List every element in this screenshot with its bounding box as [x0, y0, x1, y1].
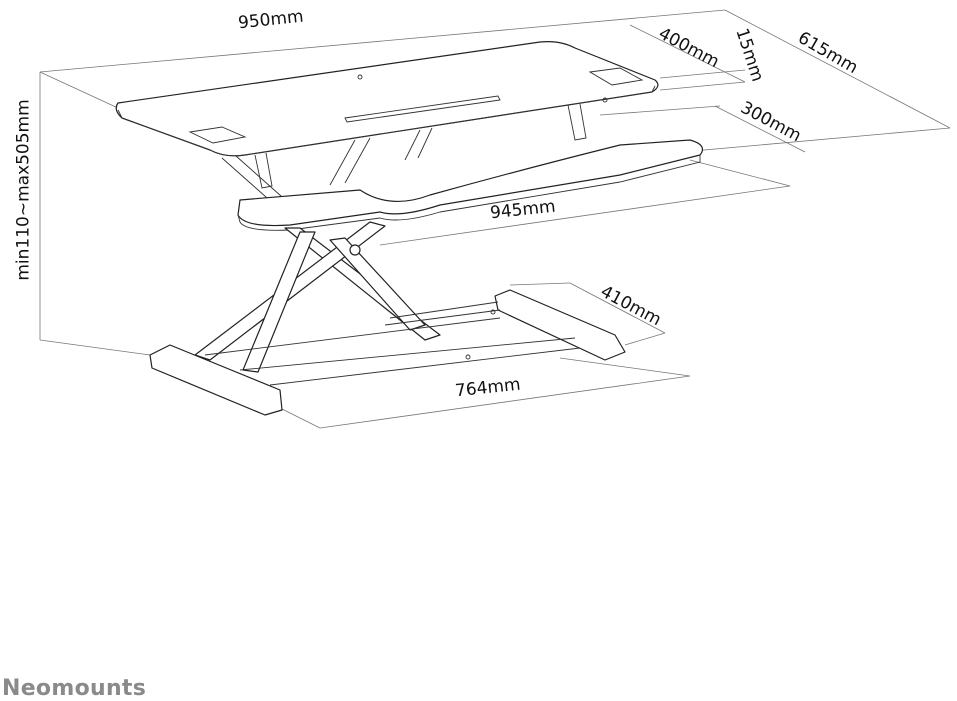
top-supports [221, 103, 587, 206]
desk-top [115, 41, 659, 157]
base-frame [149, 289, 626, 416]
brand-logo: Neomounts [2, 676, 147, 701]
keyboard-tray [237, 139, 703, 231]
dimension-lines [39, 9, 951, 429]
dim-height-range: min110~max505mm [13, 99, 34, 281]
scissor-lift [194, 221, 441, 373]
